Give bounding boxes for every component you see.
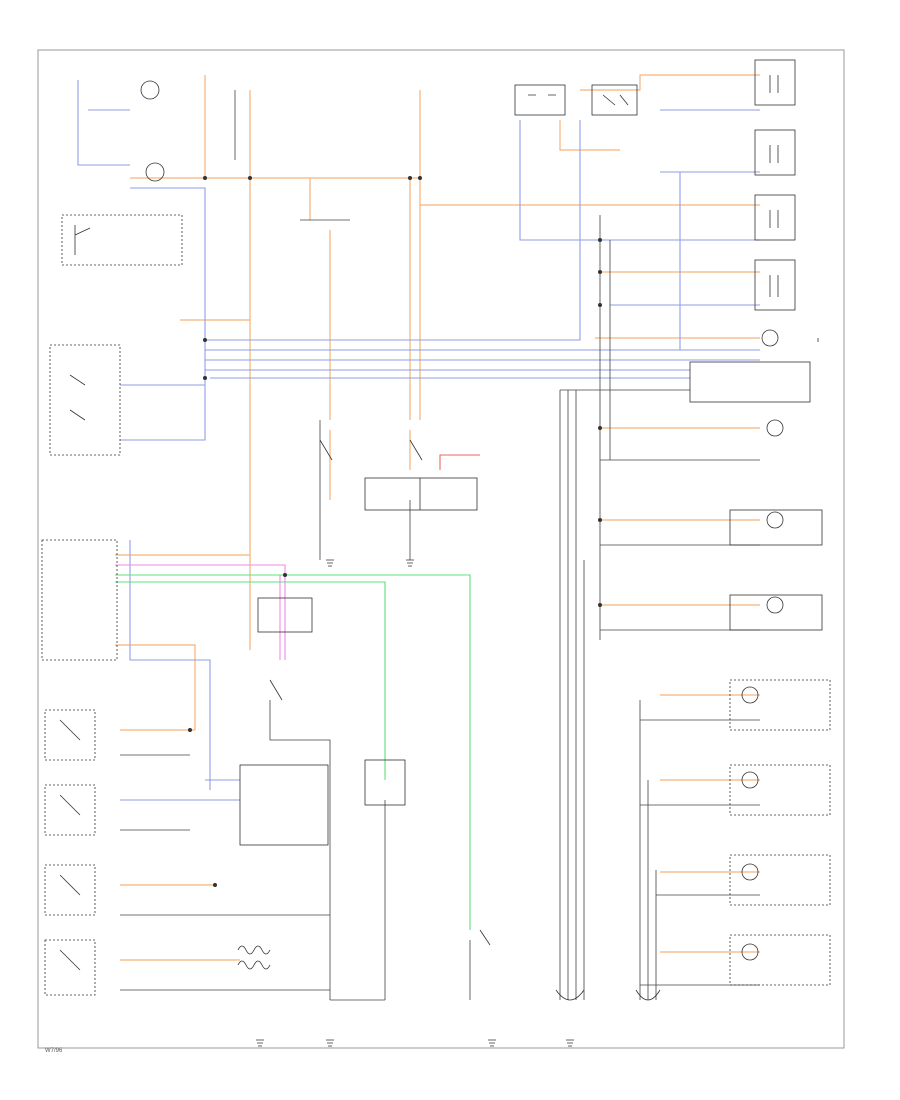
orange-wires — [115, 74, 760, 961]
lamp-icon — [766, 596, 784, 614]
splice-icon — [598, 270, 602, 274]
red-wires — [439, 454, 480, 470]
lamp-icon — [761, 329, 779, 347]
ground-icon — [817, 338, 819, 342]
lamp-icon — [741, 863, 759, 881]
splice-icon — [598, 603, 602, 607]
lamp-icon — [741, 686, 759, 704]
lamp-icon — [140, 80, 160, 100]
lamp-icon — [741, 943, 759, 961]
lamp-icons — [140, 75, 784, 961]
splice-icon — [213, 883, 217, 887]
splice-icon — [203, 338, 207, 342]
ground-symbols — [256, 338, 819, 1047]
splice-icon — [203, 376, 207, 380]
splice-icon — [283, 573, 287, 577]
components — [41, 59, 831, 1001]
splice-nodes — [188, 176, 602, 887]
diagram-frame — [37, 49, 845, 1049]
splice-icon — [408, 176, 412, 180]
lamp-icon — [769, 75, 779, 297]
reference-code: W7/96 — [45, 1048, 63, 1054]
splice-icon — [203, 176, 207, 180]
splice-icon — [598, 518, 602, 522]
blue-wires — [77, 80, 760, 801]
ground-icon — [488, 1039, 496, 1047]
lamp-icon — [766, 511, 784, 529]
lamp-icon — [741, 771, 759, 789]
lamp-icon — [766, 419, 784, 437]
splice-icon — [248, 176, 252, 180]
ground-icon — [566, 1039, 574, 1047]
ground-icon — [406, 559, 414, 567]
splice-icon — [598, 238, 602, 242]
splice-icon — [188, 728, 192, 732]
ground-icon — [326, 1039, 334, 1047]
lamp-icon — [145, 162, 165, 182]
black-wires — [120, 90, 760, 1001]
ground-icon — [326, 559, 334, 567]
ground-icon — [256, 1039, 264, 1047]
pink-wires — [115, 564, 286, 660]
green-wires — [115, 574, 471, 930]
splice-icon — [418, 176, 422, 180]
splice-icon — [598, 303, 602, 307]
splice-icon — [598, 426, 602, 430]
